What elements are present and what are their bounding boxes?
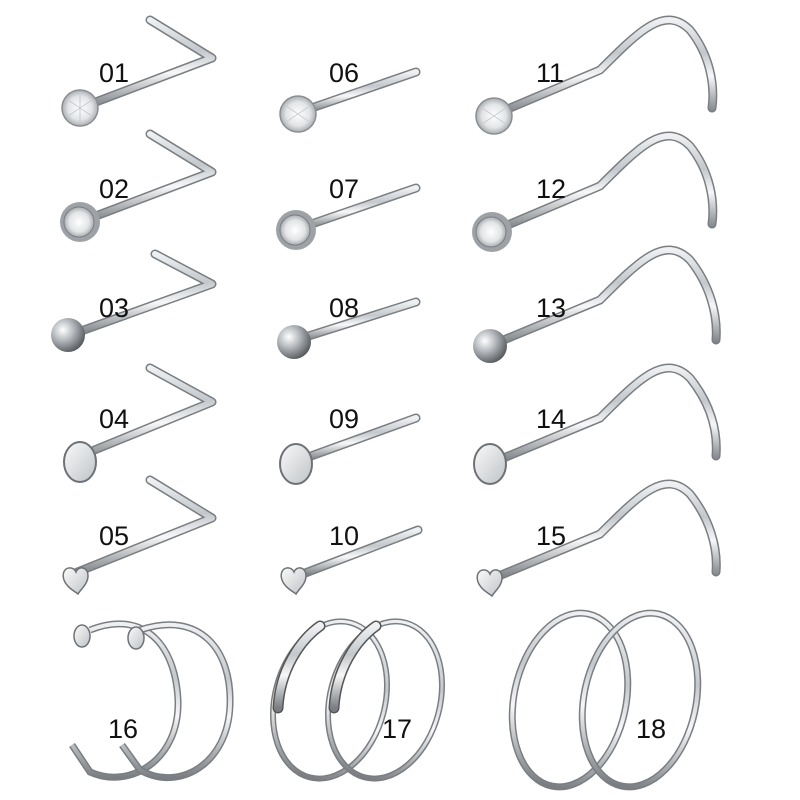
hoop-17 (269, 618, 446, 782)
item-label-05: 05 (99, 521, 130, 551)
hoop-16 (69, 620, 234, 782)
item-label-11: 11 (536, 58, 565, 88)
item-label-07: 07 (329, 174, 360, 204)
ball-icon (473, 329, 507, 363)
item-label-16: 16 (108, 714, 139, 744)
prong-gem-icon (279, 95, 317, 133)
item-label-10: 10 (329, 521, 360, 551)
bezel-gem-icon (60, 202, 100, 242)
item-label-17: 17 (382, 714, 413, 744)
l-shape-column (65, 15, 217, 580)
item-label-12: 12 (536, 174, 567, 204)
hoop-18 (508, 609, 702, 791)
flat-disc-icon (63, 441, 97, 483)
item-label-14: 14 (536, 404, 567, 434)
item-label-02: 02 (99, 174, 130, 204)
item-label-09: 09 (329, 404, 360, 434)
item-label-03: 03 (99, 293, 130, 323)
item-label-08: 08 (329, 293, 360, 323)
bezel-gem-icon (472, 212, 512, 252)
item-label-04: 04 (99, 404, 130, 434)
item-label-06: 06 (329, 58, 360, 88)
item-label-18: 18 (636, 714, 667, 744)
straight-column (291, 67, 423, 580)
prong-gem-icon (61, 89, 99, 127)
screw-column (489, 15, 721, 583)
flat-disc-icon (279, 443, 313, 485)
item-label-13: 13 (536, 293, 567, 323)
heart-icon (476, 569, 503, 597)
ball-icon (51, 318, 85, 352)
heart-icon (280, 567, 307, 595)
prong-gem-icon (475, 97, 513, 135)
heart-icon (62, 567, 89, 595)
item-label-15: 15 (536, 521, 567, 551)
flat-disc-icon (473, 443, 507, 485)
ball-icon (277, 325, 311, 359)
bezel-gem-icon (276, 210, 316, 250)
item-label-01: 01 (99, 58, 130, 88)
